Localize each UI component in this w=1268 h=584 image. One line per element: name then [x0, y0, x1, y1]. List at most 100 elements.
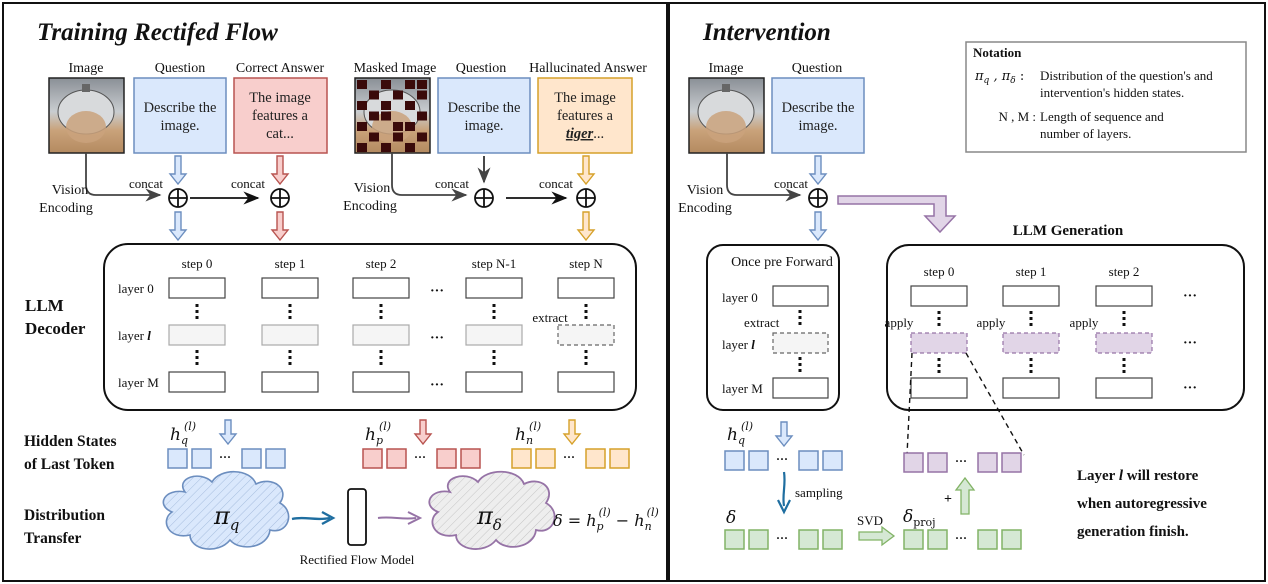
- hidden-state-n: [535, 448, 556, 469]
- training-panel: [2, 2, 668, 582]
- vision-encoding2-label2: Encoding: [343, 199, 397, 214]
- rectified-flow-model-label: Rectified Flow Model: [300, 552, 415, 567]
- hallucinated-answer-label: Hallucinated Answer: [529, 61, 647, 76]
- question-text-line2: image.: [160, 118, 199, 134]
- distribution-transfer-label-1: Distribution: [24, 507, 105, 524]
- decoder-cell: [168, 371, 226, 393]
- mask-patch: [381, 111, 391, 121]
- decoder-vdots: [492, 356, 496, 359]
- hidden-state-n: [585, 448, 606, 469]
- block-arrow-intervention-hq: [774, 421, 794, 448]
- intervention-cell: [1095, 332, 1153, 354]
- hidden-states-label-1: Hidden States: [24, 433, 117, 450]
- hidden-state-n-ellipsis: ···: [563, 450, 575, 464]
- hidden-state-p: [386, 448, 407, 469]
- hidden-state-p: [436, 448, 457, 469]
- mask-patch: [369, 90, 379, 100]
- mask-patch: [417, 132, 427, 142]
- vision-encoding-label2: Encoding: [39, 201, 93, 216]
- decoder-vdots: [492, 350, 496, 353]
- delta-proj-squares: [903, 529, 924, 550]
- decoder-vdots: [379, 356, 383, 359]
- decoder-vdots: [288, 362, 292, 365]
- intervention-image-label: Image: [709, 61, 744, 76]
- decoder-cell: [557, 324, 615, 346]
- generation-block-arrow: [837, 195, 957, 234]
- concat-label-1: concat: [129, 176, 163, 191]
- question2-text-line2: image.: [464, 118, 503, 134]
- flow-arrow-out: [377, 516, 417, 520]
- intervention-panel: [668, 2, 1266, 582]
- plus-sign: +: [944, 492, 952, 507]
- generation-cell: [910, 285, 968, 307]
- decoder-vdots: [584, 304, 588, 307]
- intervention-hidden-q: [724, 450, 745, 471]
- decoder-cell: [465, 371, 523, 393]
- decoder-cell: [352, 277, 410, 299]
- mask-patch: [369, 111, 379, 121]
- intervention-vision-arrow: [726, 153, 802, 202]
- hallucinated-answer-box: [537, 77, 633, 154]
- delta-proj-squares: [927, 529, 948, 550]
- concat-label-2: concat: [231, 176, 265, 191]
- decoder-vdots: [492, 316, 496, 319]
- sampling-arrow: [782, 471, 786, 507]
- sampling-label: sampling: [795, 485, 843, 500]
- delta-proj-label: δproj: [903, 507, 936, 529]
- decoder-vdots: [195, 350, 199, 353]
- decoder-layer-label: layer 0: [118, 281, 154, 296]
- llm-decoder-box: [103, 243, 637, 411]
- decoder-ellipsis: ···: [430, 378, 444, 393]
- generation-ellipsis: ···: [1183, 289, 1197, 304]
- decoder-vdots: [492, 310, 496, 313]
- decoder-cell: [465, 277, 523, 299]
- pi-delta-symbol: πδ: [476, 502, 502, 534]
- decoder-layer-label: layer M: [118, 375, 159, 390]
- hn-label: hn(l): [515, 420, 541, 447]
- intervention-title: Intervention: [702, 19, 831, 46]
- intervention-hidden-q: [822, 450, 843, 471]
- decoder-vdots: [584, 356, 588, 359]
- apply-label: apply: [885, 315, 914, 330]
- decoder-cell: [352, 324, 410, 346]
- decoder-vdots: [288, 304, 292, 307]
- halluc-suffix: ...: [593, 126, 604, 142]
- intervention-hidden-modified: [1001, 452, 1022, 473]
- generation-vdots: [1029, 364, 1033, 367]
- delta-squares: [798, 529, 819, 550]
- mask-patch: [357, 122, 367, 131]
- mask-patch: [381, 101, 391, 110]
- block-arrow-to-decoder-2: [270, 211, 290, 242]
- pre-forward-extract: extract: [744, 315, 780, 330]
- intervention-concat-label: concat: [774, 176, 808, 191]
- generation-cell: [1095, 377, 1153, 399]
- delta-squares: [748, 529, 769, 550]
- hidden-state-q: [241, 448, 262, 469]
- notation-text-1a: Distribution of the question's and: [1040, 68, 1213, 83]
- decoder-step-label: step 0: [182, 256, 213, 271]
- mask-patch: [417, 111, 427, 121]
- intervention-hidden-modified: [977, 452, 998, 473]
- pre-forward-layer-l: layer l: [722, 337, 755, 352]
- pre-forward-layerM: layer M: [722, 381, 763, 396]
- decoder-step-label: step 2: [366, 256, 397, 271]
- decoder-vdots: [584, 310, 588, 313]
- halluc-text-line2: features a: [557, 108, 614, 124]
- hp-label: hp(l): [365, 420, 391, 447]
- block-arrow-to-preforward: [808, 211, 828, 242]
- block-arrow-hp: [413, 419, 433, 446]
- decoder-vdots: [379, 304, 383, 307]
- generation-vdots: [937, 370, 941, 373]
- delta-label: δ: [726, 508, 736, 528]
- concat-label-4: concat: [539, 176, 573, 191]
- decoder-vdots: [288, 310, 292, 313]
- mask-patch: [381, 80, 391, 89]
- intervention-hidden-modified: [903, 452, 924, 473]
- restore-note-line2: when autoregressive: [1077, 496, 1207, 512]
- intervention-hidden-modified: [927, 452, 948, 473]
- question2-label: Question: [456, 61, 507, 76]
- generation-vdots: [1122, 323, 1126, 326]
- correct-text-line1: The image: [249, 90, 311, 106]
- block-arrow-halluc: [576, 155, 596, 186]
- decoder-vdots: [288, 350, 292, 353]
